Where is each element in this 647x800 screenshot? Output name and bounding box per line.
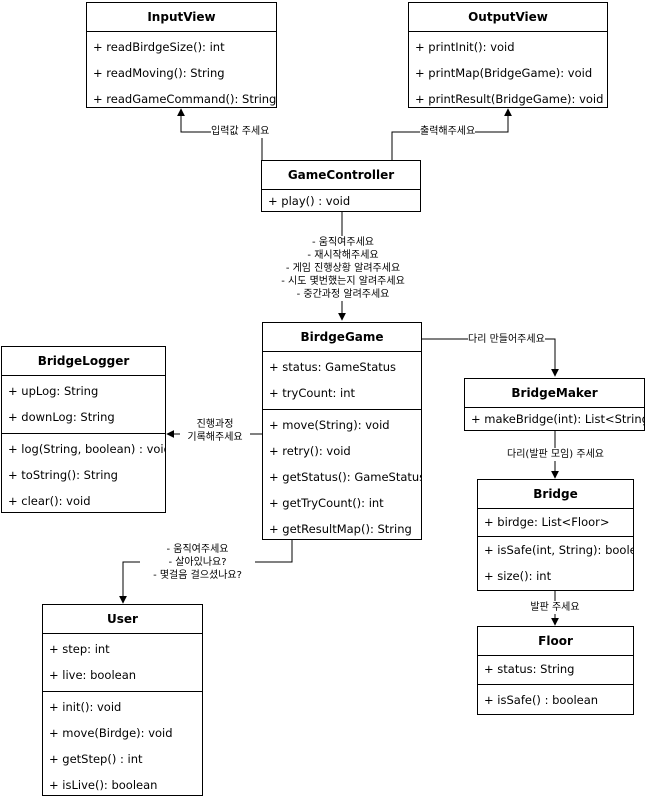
label-line: - 움직여주세요 <box>166 544 229 555</box>
attribute-item: + live: boolean <box>49 668 137 682</box>
attribute-item: + step: int <box>49 642 110 656</box>
attributes-section: + step: int + live: boolean <box>43 634 202 692</box>
attributes-section: + status: String <box>478 656 633 685</box>
class-bridgegame[interactable]: BirdgeGame + status: GameStatus + tryCou… <box>262 322 422 540</box>
label-line: 기록해주세요 <box>187 432 243 443</box>
method-item: + getResultMap(): String <box>269 522 412 536</box>
method-item: + readGameCommand(): String <box>93 92 276 106</box>
class-bridgelogger[interactable]: BridgeLogger + upLog: String + downLog: … <box>1 346 166 513</box>
methods-section: + readBirdgeSize(): int + readMoving(): … <box>87 32 276 115</box>
methods-section: + move(String): void + retry(): void + g… <box>263 410 421 545</box>
method-item: + printInit(): void <box>415 40 515 54</box>
methods-section: + init(): void + move(Birdge): void + ge… <box>43 692 202 798</box>
edge-label-maker-to-bridge: 다리(발판 모임) 주세요 <box>498 448 613 461</box>
method-item: + clear(): void <box>8 494 91 508</box>
label-line: - 중간과정 알려주세요 <box>296 289 390 300</box>
label-line: - 몇걸음 걸으셨나요? <box>153 570 242 581</box>
class-name: GameController <box>262 161 420 190</box>
attributes-section: + birdge: List<Floor> <box>478 509 633 537</box>
methods-section: + log(String, boolean) : void + toString… <box>2 434 165 517</box>
label-line: - 움직여주세요 <box>312 237 374 248</box>
edge-label-controller-to-output: 출력해주세요 <box>420 125 476 138</box>
methods-section: + play() : void <box>262 190 420 212</box>
method-item: + isSafe(int, String): boolean <box>484 543 633 557</box>
class-floor[interactable]: Floor + status: String + isSafe() : bool… <box>477 626 634 715</box>
method-item: + move(String): void <box>269 418 390 432</box>
edge-label-controller-to-input: 입력값 주세요 <box>211 125 270 138</box>
attribute-item: + status: GameStatus <box>269 360 397 374</box>
label-line: - 게임 진행상황 알려주세요 <box>285 263 401 274</box>
method-item: + size(): int <box>484 569 552 583</box>
attribute-item: + upLog: String <box>8 384 99 398</box>
method-item: + toString(): String <box>8 468 118 482</box>
method-item: + isLive(): boolean <box>49 778 158 792</box>
label-line: - 시도 몇번했는지 알려주세요 <box>281 276 405 287</box>
class-name: User <box>43 605 202 634</box>
attribute-item: + downLog: String <box>8 410 115 424</box>
class-bridgemaker[interactable]: BridgeMaker + makeBridge(int): List<Stri… <box>464 378 645 431</box>
class-gamecontroller[interactable]: GameController + play() : void <box>261 160 421 212</box>
edge-controller-to-input <box>177 108 263 186</box>
edge-label-game-to-user: - 움직여주세요 - 살아있나요? - 몇걸음 걸으셨나요? <box>140 543 255 582</box>
methods-section: + isSafe() : boolean <box>478 685 633 713</box>
method-item: + makeBridge(int): List<String> <box>471 412 644 426</box>
attribute-item: + birdge: List<Floor> <box>484 515 610 529</box>
method-item: + printResult(BridgeGame): void <box>415 92 604 106</box>
attribute-item: + tryCount: int <box>269 386 356 400</box>
class-name: Bridge <box>478 480 633 509</box>
class-name: BridgeLogger <box>2 347 165 376</box>
method-item: + init(): void <box>49 700 122 714</box>
class-user[interactable]: User + step: int + live: boolean + init(… <box>42 604 203 796</box>
method-item: + readMoving(): String <box>93 66 225 80</box>
methods-section: + makeBridge(int): List<String> <box>465 408 644 431</box>
method-item: + printMap(BridgeGame): void <box>415 66 593 80</box>
method-item: + play() : void <box>268 194 351 208</box>
method-item: + isSafe() : boolean <box>484 693 599 707</box>
edge-label-game-to-maker: 다리 만들어주세요 <box>468 333 545 346</box>
methods-section: + printInit(): void + printMap(BridgeGam… <box>409 32 607 115</box>
class-name: OutputView <box>409 3 607 32</box>
class-bridge[interactable]: Bridge + birdge: List<Floor> + isSafe(in… <box>477 479 634 591</box>
method-item: + readBirdgeSize(): int <box>93 40 225 54</box>
method-item: + getStep() : int <box>49 752 143 766</box>
method-item: + getTryCount(): int <box>269 496 384 510</box>
methods-section: + isSafe(int, String): boolean + size():… <box>478 537 633 589</box>
attribute-item: + status: String <box>484 662 575 676</box>
label-line: - 재시작해주세요 <box>307 250 379 261</box>
method-item: + move(Birdge): void <box>49 726 173 740</box>
label-line: - 살아있나요? <box>168 557 227 568</box>
attributes-section: + status: GameStatus + tryCount: int <box>263 352 421 410</box>
method-item: + retry(): void <box>269 444 351 458</box>
class-outputview[interactable]: OutputView + printInit(): void + printMa… <box>408 2 608 108</box>
edge-label-bridge-to-floor: 발판 주세요 <box>525 601 585 614</box>
class-name: InputView <box>87 3 276 32</box>
class-inputview[interactable]: InputView + readBirdgeSize(): int + read… <box>86 2 277 108</box>
label-line: 진행과정 <box>196 419 234 430</box>
class-name: Floor <box>478 627 633 656</box>
method-item: + getStatus(): GameStatus <box>269 470 421 484</box>
edge-label-game-to-logger: 진행과정 기록해주세요 <box>180 418 250 444</box>
method-item: + log(String, boolean) : void <box>8 442 165 456</box>
attributes-section: + upLog: String + downLog: String <box>2 376 165 434</box>
class-name: BridgeMaker <box>465 379 644 408</box>
edge-label-controller-to-game: - 움직여주세요 - 재시작해주세요 - 게임 진행상황 알려주세요 - 시도 … <box>278 236 408 301</box>
class-name: BirdgeGame <box>263 323 421 352</box>
edge-game-to-maker <box>422 338 559 377</box>
